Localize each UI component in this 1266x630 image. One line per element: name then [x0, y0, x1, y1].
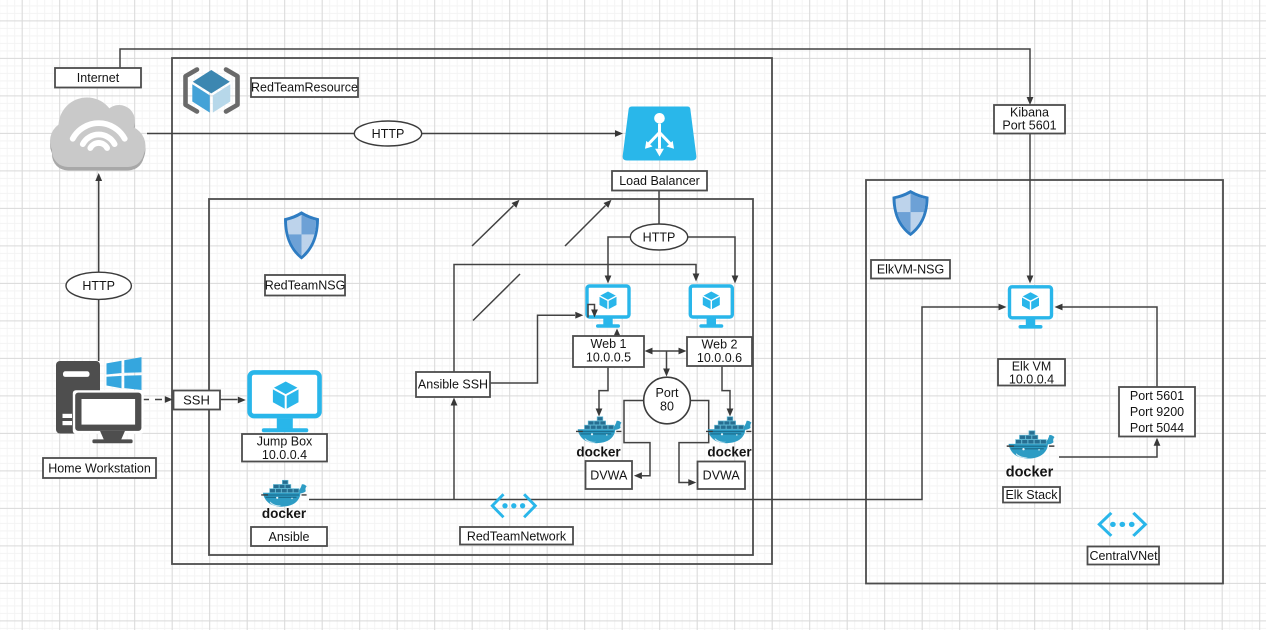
- svg-text:DVWA: DVWA: [590, 469, 628, 483]
- svg-text:Internet: Internet: [77, 71, 120, 85]
- svg-text:Ansible: Ansible: [269, 530, 310, 544]
- svg-text:Load Balancer: Load Balancer: [619, 174, 700, 188]
- svg-text:Port 9200: Port 9200: [1130, 405, 1184, 419]
- svg-text:Kibana: Kibana: [1010, 106, 1049, 120]
- svg-text:HTTP: HTTP: [643, 230, 676, 244]
- svg-text:docker: docker: [262, 506, 307, 521]
- svg-text:docker: docker: [1006, 465, 1054, 481]
- svg-text:Port 5601: Port 5601: [1002, 119, 1056, 133]
- svg-text:Port 5044: Port 5044: [1130, 421, 1184, 435]
- svg-text:10.0.0.4: 10.0.0.4: [1009, 373, 1054, 387]
- svg-text:ElkVM-NSG: ElkVM-NSG: [877, 263, 944, 277]
- svg-text:Web 2: Web 2: [702, 338, 738, 352]
- svg-text:Ansible SSH: Ansible SSH: [418, 378, 488, 392]
- svg-text:80: 80: [660, 400, 674, 414]
- svg-text:DVWA: DVWA: [703, 469, 741, 483]
- svg-text:10.0.0.4: 10.0.0.4: [262, 448, 307, 462]
- svg-text:RedTeamNSG: RedTeamNSG: [265, 279, 346, 293]
- svg-text:Home Workstation: Home Workstation: [48, 462, 151, 476]
- svg-text:RedTeamResource: RedTeamResource: [251, 81, 358, 95]
- svg-text:Port 5601: Port 5601: [1130, 389, 1184, 403]
- svg-text:Jump Box: Jump Box: [257, 435, 313, 449]
- svg-text:Elk Stack: Elk Stack: [1005, 488, 1058, 502]
- svg-text:SSH: SSH: [183, 393, 210, 408]
- svg-text:docker: docker: [576, 445, 621, 460]
- svg-text:Elk VM: Elk VM: [1012, 360, 1052, 374]
- svg-text:HTTP: HTTP: [82, 279, 115, 293]
- svg-text:HTTP: HTTP: [372, 127, 405, 141]
- svg-text:Port: Port: [656, 386, 679, 400]
- svg-text:CentralVNet: CentralVNet: [1089, 549, 1158, 563]
- svg-text:10.0.0.5: 10.0.0.5: [586, 351, 631, 365]
- svg-text:docker: docker: [707, 445, 752, 460]
- svg-text:10.0.0.6: 10.0.0.6: [697, 351, 742, 365]
- svg-text:RedTeamNetwork: RedTeamNetwork: [467, 530, 567, 544]
- svg-text:Web 1: Web 1: [591, 337, 627, 351]
